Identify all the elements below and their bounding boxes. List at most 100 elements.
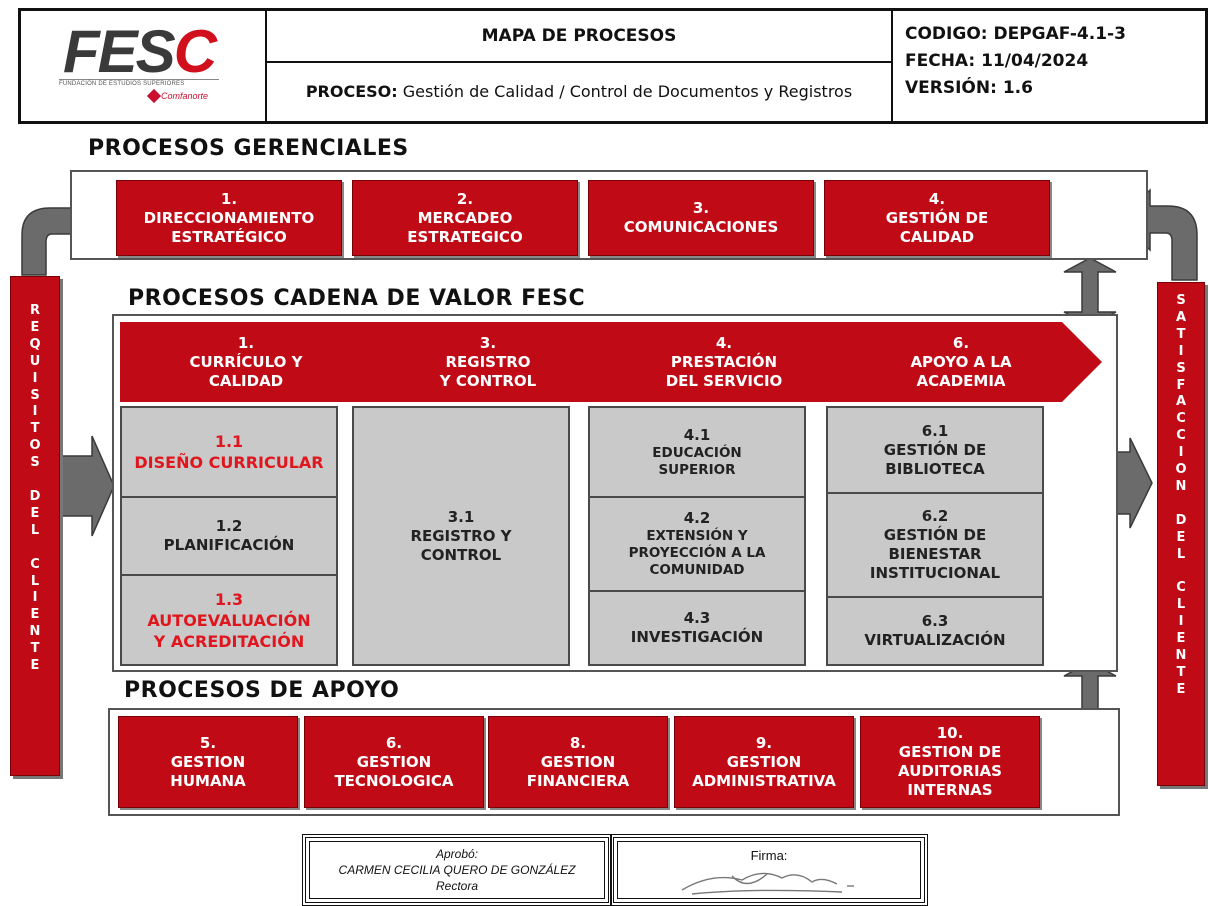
process-label: COMUNICACIONES <box>623 218 779 236</box>
satisfaccion-letter: E <box>1176 529 1186 545</box>
process-1-2: 1.2 PLANIFICACIÓN <box>120 496 338 576</box>
process-description: PROCESO: Gestión de Calidad / Control de… <box>267 63 891 121</box>
document-code: CODIGO: DEPGAF-4.1-3 <box>905 24 1126 44</box>
process-label: GESTION DE <box>898 743 1002 761</box>
gerencial-process-3: 3.COMUNICACIONES <box>588 180 814 256</box>
signature-label: Firma: <box>750 848 788 863</box>
satisfaccion-letter: C <box>1176 411 1186 427</box>
process-6-1: 6.1 GESTIÓN DE BIBLIOTECA <box>826 406 1044 494</box>
satisfaccion-letter: S <box>1176 360 1186 376</box>
process-label: AUDITORIAS <box>898 762 1002 780</box>
satisfaccion-letter: F <box>1176 377 1186 393</box>
requisitos-letter: I <box>32 404 38 420</box>
process-4-3: 4.3 INVESTIGACIÓN <box>588 590 806 666</box>
stage-number: 1. <box>237 333 255 352</box>
apoyo-title: PROCESOS DE APOYO <box>124 678 400 703</box>
stage-label: Y CONTROL <box>439 371 537 390</box>
gerenciales-title: PROCESOS GERENCIALES <box>88 136 409 161</box>
process-1-3: 1.3 AUTOEVALUACIÓN Y ACREDITACIÓN <box>120 574 338 666</box>
satisfaccion-letter: D <box>1175 512 1187 528</box>
process-number: 5. <box>199 733 217 752</box>
logo-tagline: FUNDACIÓN DE ESTUDIOS SUPERIORES <box>59 81 185 87</box>
process-4-2: 4.2 EXTENSIÓN Y PROYECCIÓN A LA COMUNIDA… <box>588 496 806 592</box>
stage-label: CURRÍCULO Y <box>189 352 303 371</box>
requisitos-letter: R <box>29 303 40 318</box>
requisitos-letter: T <box>30 421 40 437</box>
document-date: FECHA: 11/04/2024 <box>905 51 1089 71</box>
satisfaccion-letter: L <box>1176 597 1186 613</box>
requisitos-letter: L <box>30 573 40 589</box>
fesc-logo: FESC FUNDACIÓN DE ESTUDIOS SUPERIORES Co… <box>21 11 265 121</box>
requisitos-gap <box>11 472 59 489</box>
satisfaccion-letter: S <box>1176 293 1186 308</box>
stage-label: CALIDAD <box>208 371 284 390</box>
stage-number: 6. <box>952 333 970 352</box>
satisfaccion-letter: T <box>1176 664 1186 680</box>
logo-cell: FESC FUNDACIÓN DE ESTUDIOS SUPERIORES Co… <box>21 11 267 121</box>
process-number: 8. <box>569 733 587 752</box>
approved-label: Aprobó: <box>435 847 479 861</box>
process-number: 9. <box>755 733 773 752</box>
process-label: INTERNAS <box>907 781 993 799</box>
satisfaccion-letter: I <box>1178 343 1184 359</box>
satisfaccion-letter: I <box>1178 445 1184 461</box>
process-label: GESTION <box>540 752 616 771</box>
process-label: CALIDAD <box>899 227 975 246</box>
process-number: 1. <box>220 189 238 208</box>
process-label: ESTRATÉGICO <box>171 227 287 246</box>
requisitos-letter: E <box>30 319 40 335</box>
process-value: Gestión de Calidad / Control de Document… <box>402 82 853 101</box>
process-label: GESTION <box>356 752 432 771</box>
process-label: HUMANA <box>170 771 246 790</box>
approver-role: Rectora <box>435 879 479 893</box>
stage-number: 4. <box>715 333 733 352</box>
requisitos-letter: E <box>30 658 40 674</box>
process-label: MERCADEO <box>417 208 513 227</box>
stage-label: ACADEMIA <box>916 371 1006 390</box>
handwritten-signature <box>681 872 854 895</box>
stage-label: REGISTRO <box>445 352 531 371</box>
satisfaccion-letter: C <box>1176 428 1186 444</box>
stage-label: PRESTACIÓN <box>670 352 778 371</box>
process-label: FINANCIERA <box>526 771 630 790</box>
requisitos-letter: I <box>32 590 38 606</box>
requisitos-letter: U <box>29 353 41 369</box>
process-number: 6. <box>385 733 403 752</box>
satisfaccion-letter: E <box>1176 681 1186 697</box>
satisfaccion-letter: C <box>1176 580 1186 596</box>
satisfaccion-letter: O <box>1175 462 1187 478</box>
requisitos-letter: N <box>29 624 41 640</box>
process-1-1: 1.1 DISEÑO CURRICULAR <box>120 406 338 498</box>
process-4-1: 4.1 EDUCACIÓN SUPERIOR <box>588 406 806 498</box>
satisfaccion-gap <box>1158 496 1204 513</box>
stage-label: DEL SERVICIO <box>665 371 783 390</box>
process-label: ADMINISTRATIVA <box>692 771 836 790</box>
requisitos-letter: E <box>30 607 40 623</box>
process-number: 4. <box>928 189 946 208</box>
satisfaccion-letter: I <box>1178 614 1184 630</box>
process-label: GESTIÓN DE <box>885 208 989 227</box>
process-label: DIRECCIONAMIENTO <box>143 208 315 227</box>
document-meta: CODIGO: DEPGAF-4.1-3 FECHA: 11/04/2024 V… <box>893 11 1205 121</box>
approval-box: Aprobó: CARMEN CECILIA QUERO DE GONZÁLEZ… <box>302 834 612 906</box>
satisfaccion-letter: T <box>1176 326 1186 342</box>
requisitos-letter: S <box>30 387 40 403</box>
process-number: 2. <box>456 189 474 208</box>
process-6-3: 6.3 VIRTUALIZACIÓN <box>826 596 1044 666</box>
process-label: PROCESO: <box>305 82 398 101</box>
process-number: 10. <box>936 724 964 742</box>
stage-label: APOYO A LA <box>910 352 1012 371</box>
satisfaccion-letter: L <box>1176 546 1186 562</box>
approver-name: CARMEN CECILIA QUERO DE GONZÁLEZ <box>338 863 576 877</box>
